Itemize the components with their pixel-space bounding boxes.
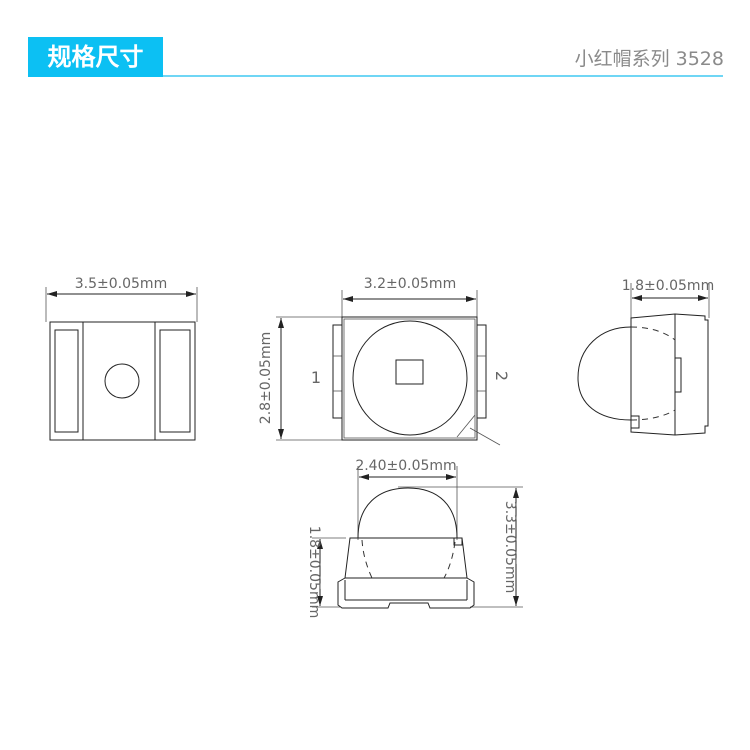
width-dimension-label: 3.5±0.05mm bbox=[75, 276, 167, 292]
width-dimension-label: 3.2±0.05mm bbox=[364, 276, 456, 292]
section-title: 规格尺寸 bbox=[28, 37, 163, 77]
pin-2-label: 2 bbox=[492, 371, 511, 381]
total-height-label: 3.3±0.05mm bbox=[502, 501, 518, 593]
body-height-label: 1.8±0.05mm bbox=[306, 526, 322, 618]
depth-dimension-label: 1.8±0.05mm bbox=[622, 278, 714, 294]
side-view: 1.8±0.05mm bbox=[577, 278, 714, 436]
bottom-view: 3.5±0.05mm bbox=[45, 276, 198, 441]
header-divider bbox=[163, 75, 723, 77]
elevation-view: 2.40±0.05mm 3.3±0.05mm 1.8±0.05mm bbox=[306, 458, 523, 618]
pin-1-label: 1 bbox=[311, 368, 321, 387]
lens-diameter-label: 2.40±0.05mm bbox=[355, 458, 456, 474]
top-view: 3.2±0.05mm 2.8±0.05mm 1 2 bbox=[258, 276, 511, 446]
height-dimension-label: 2.8±0.05mm bbox=[258, 332, 274, 424]
series-label: 小红帽系列 3528 bbox=[574, 48, 724, 70]
